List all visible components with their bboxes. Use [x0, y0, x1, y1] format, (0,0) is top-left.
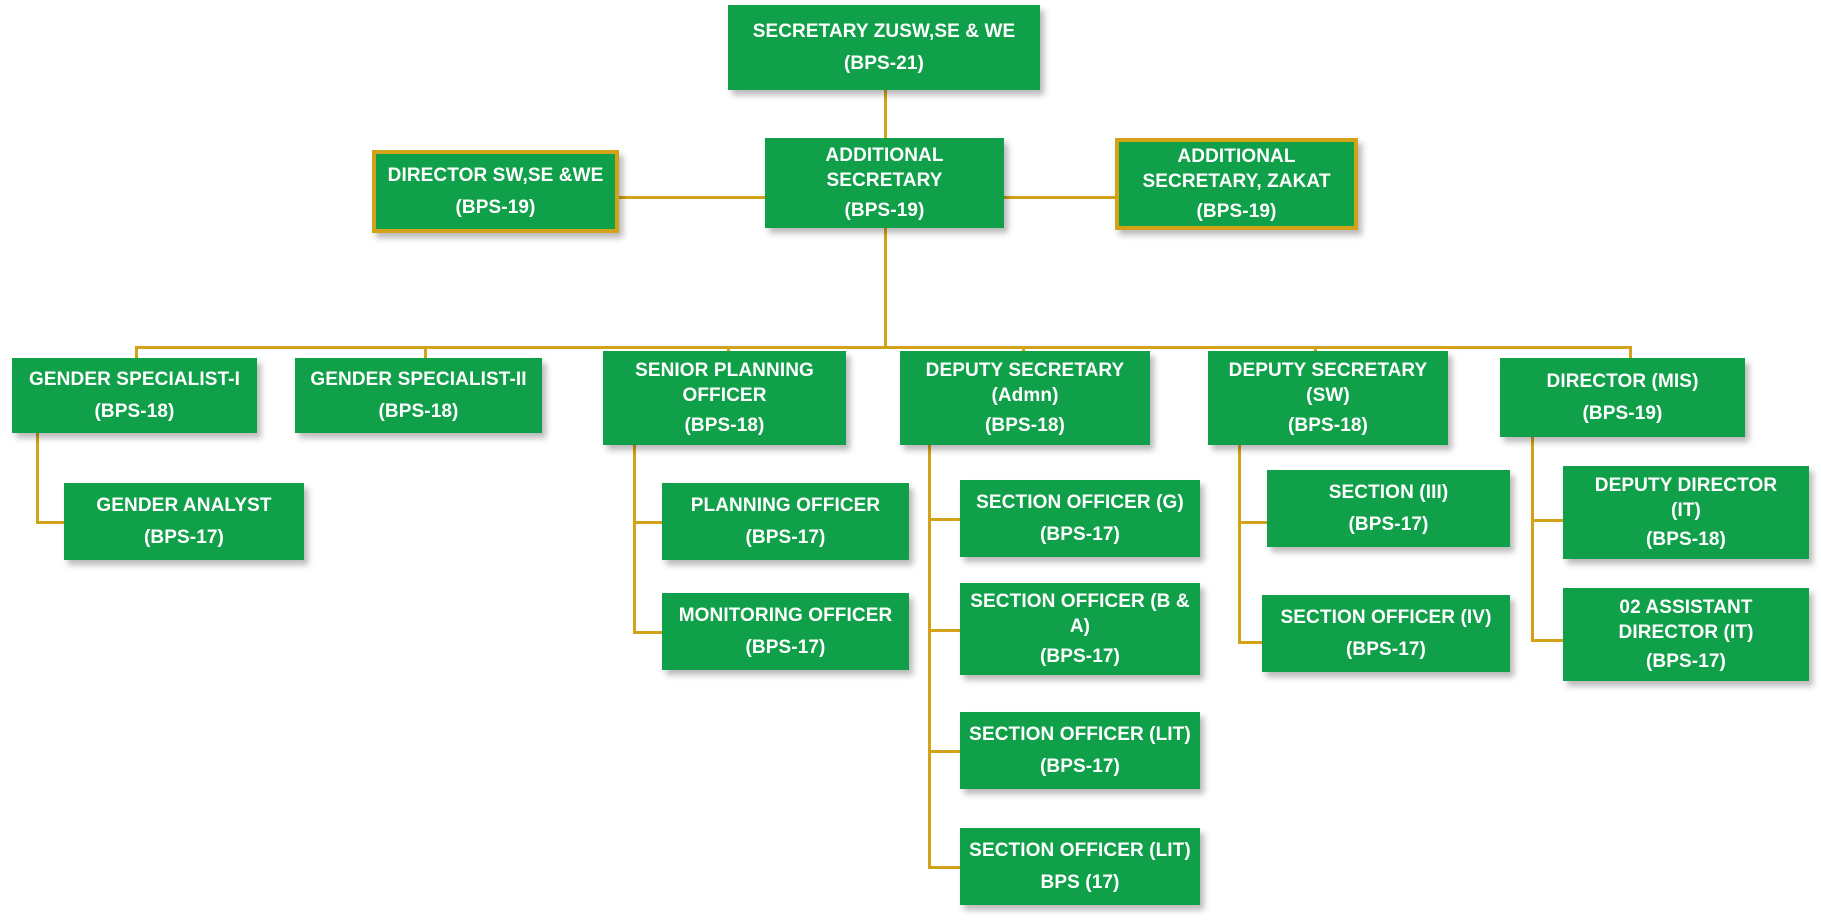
node-section-officer-lit-2-title: SECTION OFFICER (LIT) — [969, 839, 1191, 861]
node-planning-officer[interactable]: PLANNING OFFICER (BPS-17) — [662, 483, 909, 560]
node-gender-specialist-2-bps: (BPS-18) — [378, 401, 459, 422]
node-gender-specialist-1-title: GENDER SPECIALIST-I — [29, 368, 240, 390]
node-director-mis-title: DIRECTOR (MIS) — [1546, 370, 1699, 392]
node-additional-secretary-zakat[interactable]: ADDITIONAL SECRETARY, ZAKAT (BPS-19) — [1115, 138, 1358, 230]
connector-spine-deputy-secretary-sw — [1238, 444, 1241, 644]
node-gender-analyst-bps: (BPS-17) — [144, 527, 224, 548]
node-senior-planning-officer[interactable]: SENIOR PLANNING OFFICER (BPS-18) — [603, 351, 846, 445]
connector-stub-deputy-director-it — [1531, 519, 1564, 522]
connector-spine-deputy-secretary-admn — [928, 444, 931, 868]
node-additional-secretary-zakat-title: ADDITIONAL SECRETARY, ZAKAT — [1142, 146, 1331, 193]
node-assistant-director-it[interactable]: 02 ASSISTANT DIRECTOR (IT) (BPS-17) — [1563, 588, 1809, 681]
node-additional-secretary[interactable]: ADDITIONAL SECRETARY (BPS-19) — [765, 138, 1004, 228]
node-deputy-secretary-sw-title: DEPUTY SECRETARY (SW) — [1228, 360, 1428, 407]
connector-additional-secretary-to-director-sw — [618, 196, 766, 199]
connector-stub-section-officer-iv — [1238, 641, 1268, 644]
connector-stub-monitoring-officer — [633, 631, 663, 634]
node-section-officer-lit-2-bps: BPS (17) — [1040, 872, 1120, 893]
node-gender-analyst[interactable]: GENDER ANALYST (BPS-17) — [64, 483, 304, 560]
connector-additional-secretary-down — [884, 228, 887, 348]
node-secretary-title: SECRETARY ZUSW,SE & WE — [752, 20, 1016, 42]
node-deputy-director-it-bps: (BPS-18) — [1646, 529, 1726, 551]
node-deputy-director-it-title: DEPUTY DIRECTOR (IT) — [1594, 474, 1778, 521]
node-gender-analyst-title: GENDER ANALYST — [96, 494, 272, 516]
node-deputy-secretary-admn[interactable]: DEPUTY SECRETARY (Admn) (BPS-18) — [900, 351, 1150, 445]
node-director-mis-bps: (BPS-19) — [1582, 403, 1663, 424]
node-section-officer-ba-title: SECTION OFFICER (B & A) — [970, 591, 1190, 638]
node-additional-secretary-zakat-bps: (BPS-19) — [1196, 200, 1277, 222]
node-section-iii-title: SECTION (III) — [1328, 481, 1449, 503]
connector-stub-gender-analyst — [36, 521, 65, 524]
connector-stub-planning-officer — [633, 521, 663, 524]
node-section-officer-g-title: SECTION OFFICER (G) — [976, 491, 1184, 513]
connector-stub-section-officer-lit-2 — [928, 866, 961, 869]
node-section-iii-bps: (BPS-17) — [1348, 514, 1429, 535]
connector-stub-assistant-director-it — [1531, 639, 1564, 642]
connector-secretary-to-additional-secretary — [884, 88, 887, 138]
node-section-officer-lit-1-bps: (BPS-17) — [1040, 756, 1120, 777]
node-assistant-director-it-title: 02 ASSISTANT DIRECTOR (IT) — [1618, 596, 1754, 643]
node-section-iii[interactable]: SECTION (III) (BPS-17) — [1267, 470, 1510, 547]
node-section-officer-g[interactable]: SECTION OFFICER (G) (BPS-17) — [960, 480, 1200, 557]
node-deputy-secretary-admn-bps: (BPS-18) — [985, 414, 1065, 436]
connector-level3-bus — [135, 346, 1629, 349]
node-director-sw-se-we-bps: (BPS-19) — [455, 197, 536, 218]
connector-spine-senior-planning-officer — [633, 444, 636, 634]
node-section-officer-lit-1[interactable]: SECTION OFFICER (LIT) (BPS-17) — [960, 712, 1200, 789]
node-section-officer-iv-bps: (BPS-17) — [1346, 639, 1426, 660]
node-secretary-bps: (BPS-21) — [844, 53, 924, 74]
node-deputy-secretary-admn-title: DEPUTY SECRETARY (Admn) — [925, 360, 1125, 407]
node-deputy-secretary-sw-bps: (BPS-18) — [1288, 414, 1368, 436]
node-deputy-secretary-sw[interactable]: DEPUTY SECRETARY (SW) (BPS-18) — [1208, 351, 1448, 445]
connector-additional-secretary-to-zakat — [1003, 196, 1117, 199]
node-gender-specialist-1-bps: (BPS-18) — [94, 401, 175, 422]
node-section-officer-iv[interactable]: SECTION OFFICER (IV) (BPS-17) — [1262, 595, 1510, 672]
node-deputy-director-it[interactable]: DEPUTY DIRECTOR (IT) (BPS-18) — [1563, 466, 1809, 559]
node-section-officer-lit-2[interactable]: SECTION OFFICER (LIT) BPS (17) — [960, 828, 1200, 905]
node-director-sw-se-we-title: DIRECTOR SW,SE &WE — [387, 164, 604, 186]
connector-spine-gender-specialist-1 — [36, 432, 39, 524]
node-section-officer-iv-title: SECTION OFFICER (IV) — [1280, 606, 1492, 628]
node-section-officer-ba-bps: (BPS-17) — [1040, 645, 1120, 667]
node-gender-specialist-2-title: GENDER SPECIALIST-II — [310, 368, 527, 390]
node-secretary[interactable]: SECRETARY ZUSW,SE & WE (BPS-21) — [728, 5, 1040, 90]
connector-stub-section-iii — [1238, 521, 1268, 524]
node-senior-planning-officer-title: SENIOR PLANNING OFFICER — [635, 360, 814, 407]
node-director-sw-se-we[interactable]: DIRECTOR SW,SE &WE (BPS-19) — [372, 150, 619, 233]
node-gender-specialist-2[interactable]: GENDER SPECIALIST-II (BPS-18) — [295, 358, 542, 433]
node-section-officer-g-bps: (BPS-17) — [1040, 524, 1120, 545]
connector-drop-gender-specialist-1 — [135, 346, 138, 358]
node-planning-officer-title: PLANNING OFFICER — [690, 494, 881, 516]
connector-drop-director-mis — [1629, 346, 1632, 358]
connector-stub-section-officer-g — [928, 518, 961, 521]
node-monitoring-officer-bps: (BPS-17) — [745, 637, 826, 658]
node-additional-secretary-bps: (BPS-19) — [844, 199, 925, 221]
node-additional-secretary-title: ADDITIONAL SECRETARY — [825, 145, 944, 192]
node-monitoring-officer[interactable]: MONITORING OFFICER (BPS-17) — [662, 593, 909, 670]
connector-drop-gender-specialist-2 — [424, 346, 427, 358]
node-assistant-director-it-bps: (BPS-17) — [1646, 651, 1726, 673]
node-planning-officer-bps: (BPS-17) — [745, 527, 826, 548]
node-section-officer-lit-1-title: SECTION OFFICER (LIT) — [969, 723, 1191, 745]
node-senior-planning-officer-bps: (BPS-18) — [684, 414, 765, 436]
node-gender-specialist-1[interactable]: GENDER SPECIALIST-I (BPS-18) — [12, 358, 257, 433]
node-director-mis[interactable]: DIRECTOR (MIS) (BPS-19) — [1500, 358, 1745, 437]
connector-stub-section-officer-lit-1 — [928, 750, 961, 753]
node-section-officer-ba[interactable]: SECTION OFFICER (B & A) (BPS-17) — [960, 583, 1200, 675]
connector-stub-section-officer-ba — [928, 629, 961, 632]
node-monitoring-officer-title: MONITORING OFFICER — [678, 604, 893, 626]
connector-spine-director-mis — [1531, 437, 1534, 642]
